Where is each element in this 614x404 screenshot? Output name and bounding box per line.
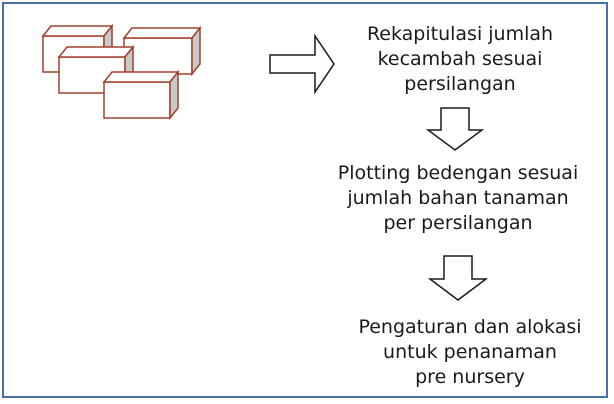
step-plot-beds: Plotting bedengan sesuai jumlah bahan ta… — [337, 162, 579, 234]
right-arrow-icon — [269, 33, 335, 95]
step-recap-seedlings: Rekapitulasi jumlah kecambah sesuai pers… — [366, 23, 554, 95]
seed-box — [122, 25, 202, 77]
down-arrow-icon — [427, 255, 489, 301]
seed-box — [102, 69, 180, 121]
seed-boxes-illustration — [41, 23, 202, 121]
down-arrow-icon — [425, 107, 485, 151]
step-arrange-nursery: Pengaturan dan alokasi untuk penanaman p… — [358, 316, 582, 388]
